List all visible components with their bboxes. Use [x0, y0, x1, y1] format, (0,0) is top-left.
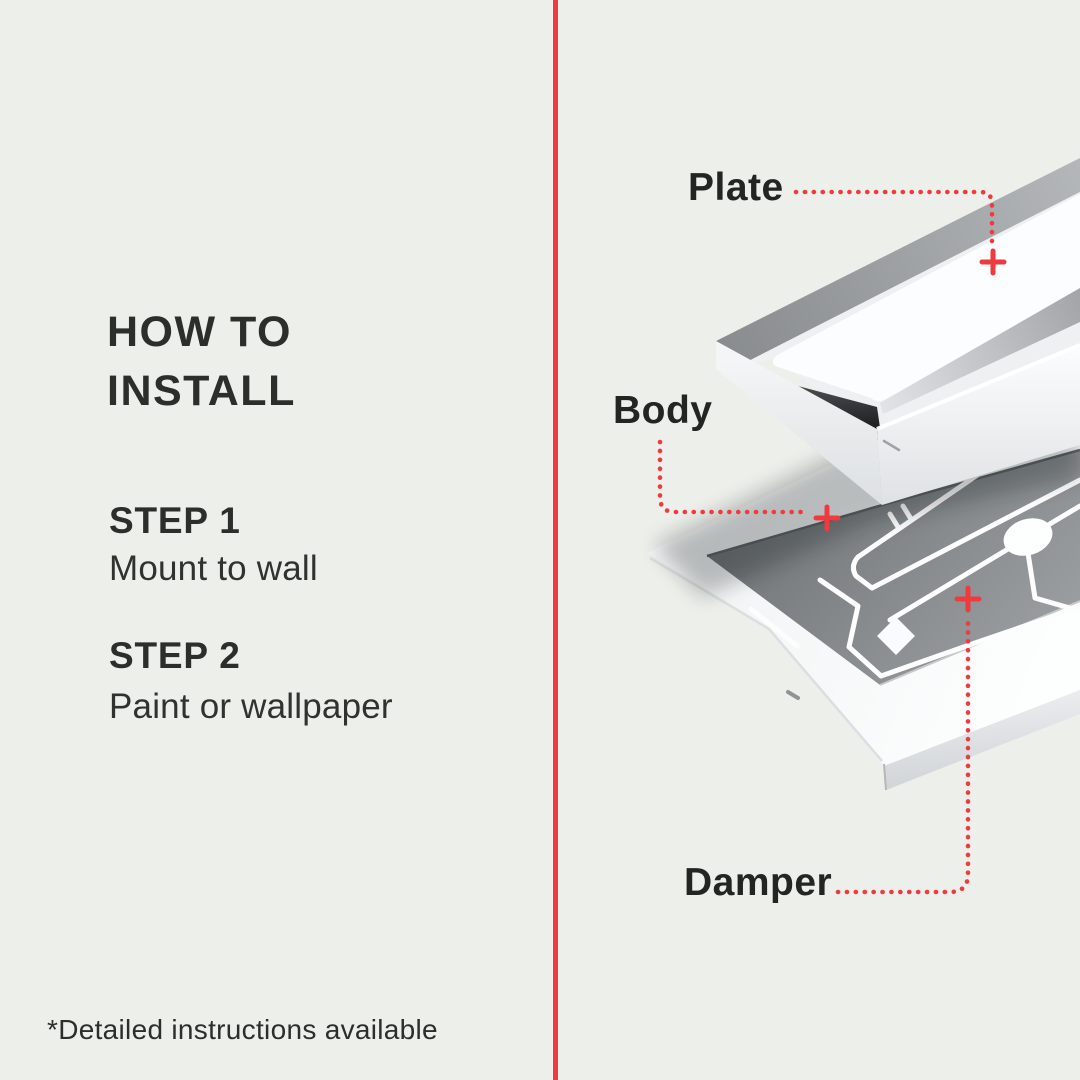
damper-diamond-cam	[877, 617, 915, 655]
flange-slot-detail	[786, 690, 800, 700]
plate-part	[716, 158, 1080, 505]
plate-bottom-notch	[882, 439, 901, 452]
body-leader-line	[657, 439, 809, 515]
body-corner-seam	[883, 763, 887, 791]
leader-lines	[657, 189, 1007, 895]
plus-marker-plate	[979, 248, 1007, 276]
page-title: HOW TO INSTALL	[107, 303, 296, 421]
plate-left-face	[716, 341, 882, 505]
damper-stem-line	[1025, 550, 1080, 614]
plate-part-label: Plate	[688, 166, 784, 209]
step-2-label: STEP 2	[109, 635, 241, 676]
damper-track-bottom	[869, 477, 1080, 591]
plate-panel	[773, 194, 1080, 402]
divider-line	[553, 0, 558, 1080]
plate-panel-edge	[880, 288, 1080, 414]
damper-part-label: Damper	[684, 861, 833, 904]
body-part-label: Body	[613, 389, 713, 432]
title-line-2: INSTALL	[107, 367, 296, 415]
damper-leader-line	[835, 613, 971, 895]
body-interior	[707, 450, 1080, 685]
plus-marker-body	[813, 504, 841, 532]
damper-chevron-echo	[748, 606, 800, 649]
plate-front-face	[877, 345, 1080, 505]
damper-pivot-circle	[1003, 518, 1053, 556]
damper-track-end	[850, 554, 875, 591]
step-1-label: STEP 1	[109, 500, 241, 541]
damper-chevron-rail	[817, 577, 1080, 679]
step-1-description: Mount to wall	[109, 549, 318, 588]
plate-leader-line	[793, 189, 995, 249]
footnote: *Detailed instructions available	[47, 1014, 438, 1045]
plate-front-top-highlight	[876, 343, 1080, 431]
plus-marker-damper	[954, 585, 982, 613]
title-line-1: HOW TO	[107, 308, 292, 356]
body-front-face	[884, 690, 1080, 790]
step-2-description: Paint or wallpaper	[109, 687, 393, 726]
plate-top-band	[716, 158, 1080, 371]
